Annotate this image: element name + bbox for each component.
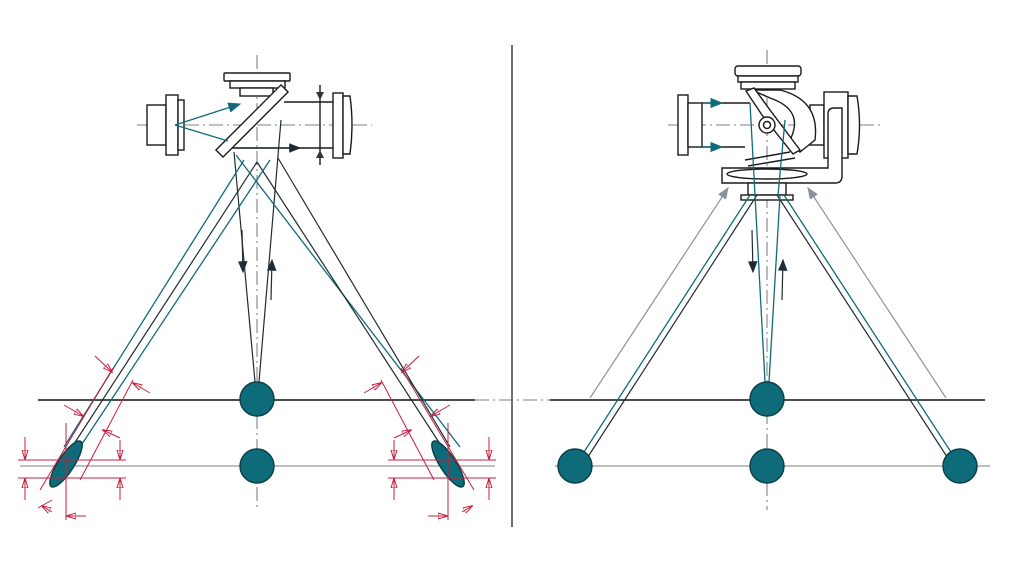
beam-splitter-mirror (214, 83, 290, 159)
sensor-spot (239, 448, 275, 484)
tolerance-dimensions-left (18, 355, 151, 520)
left-panel (18, 55, 496, 520)
sensor-spot (749, 448, 785, 484)
mirror-housing (751, 89, 817, 153)
sensor-spot (942, 448, 978, 484)
beam-splitter-head (146, 72, 353, 165)
sensor-spot (557, 448, 593, 484)
tolerance-dimensions-right (363, 355, 496, 520)
right-panel (550, 50, 990, 510)
sensor-spot (749, 381, 785, 417)
rotating-mirror-head (677, 65, 861, 201)
lens (726, 168, 808, 180)
sensor-spot (239, 381, 275, 417)
